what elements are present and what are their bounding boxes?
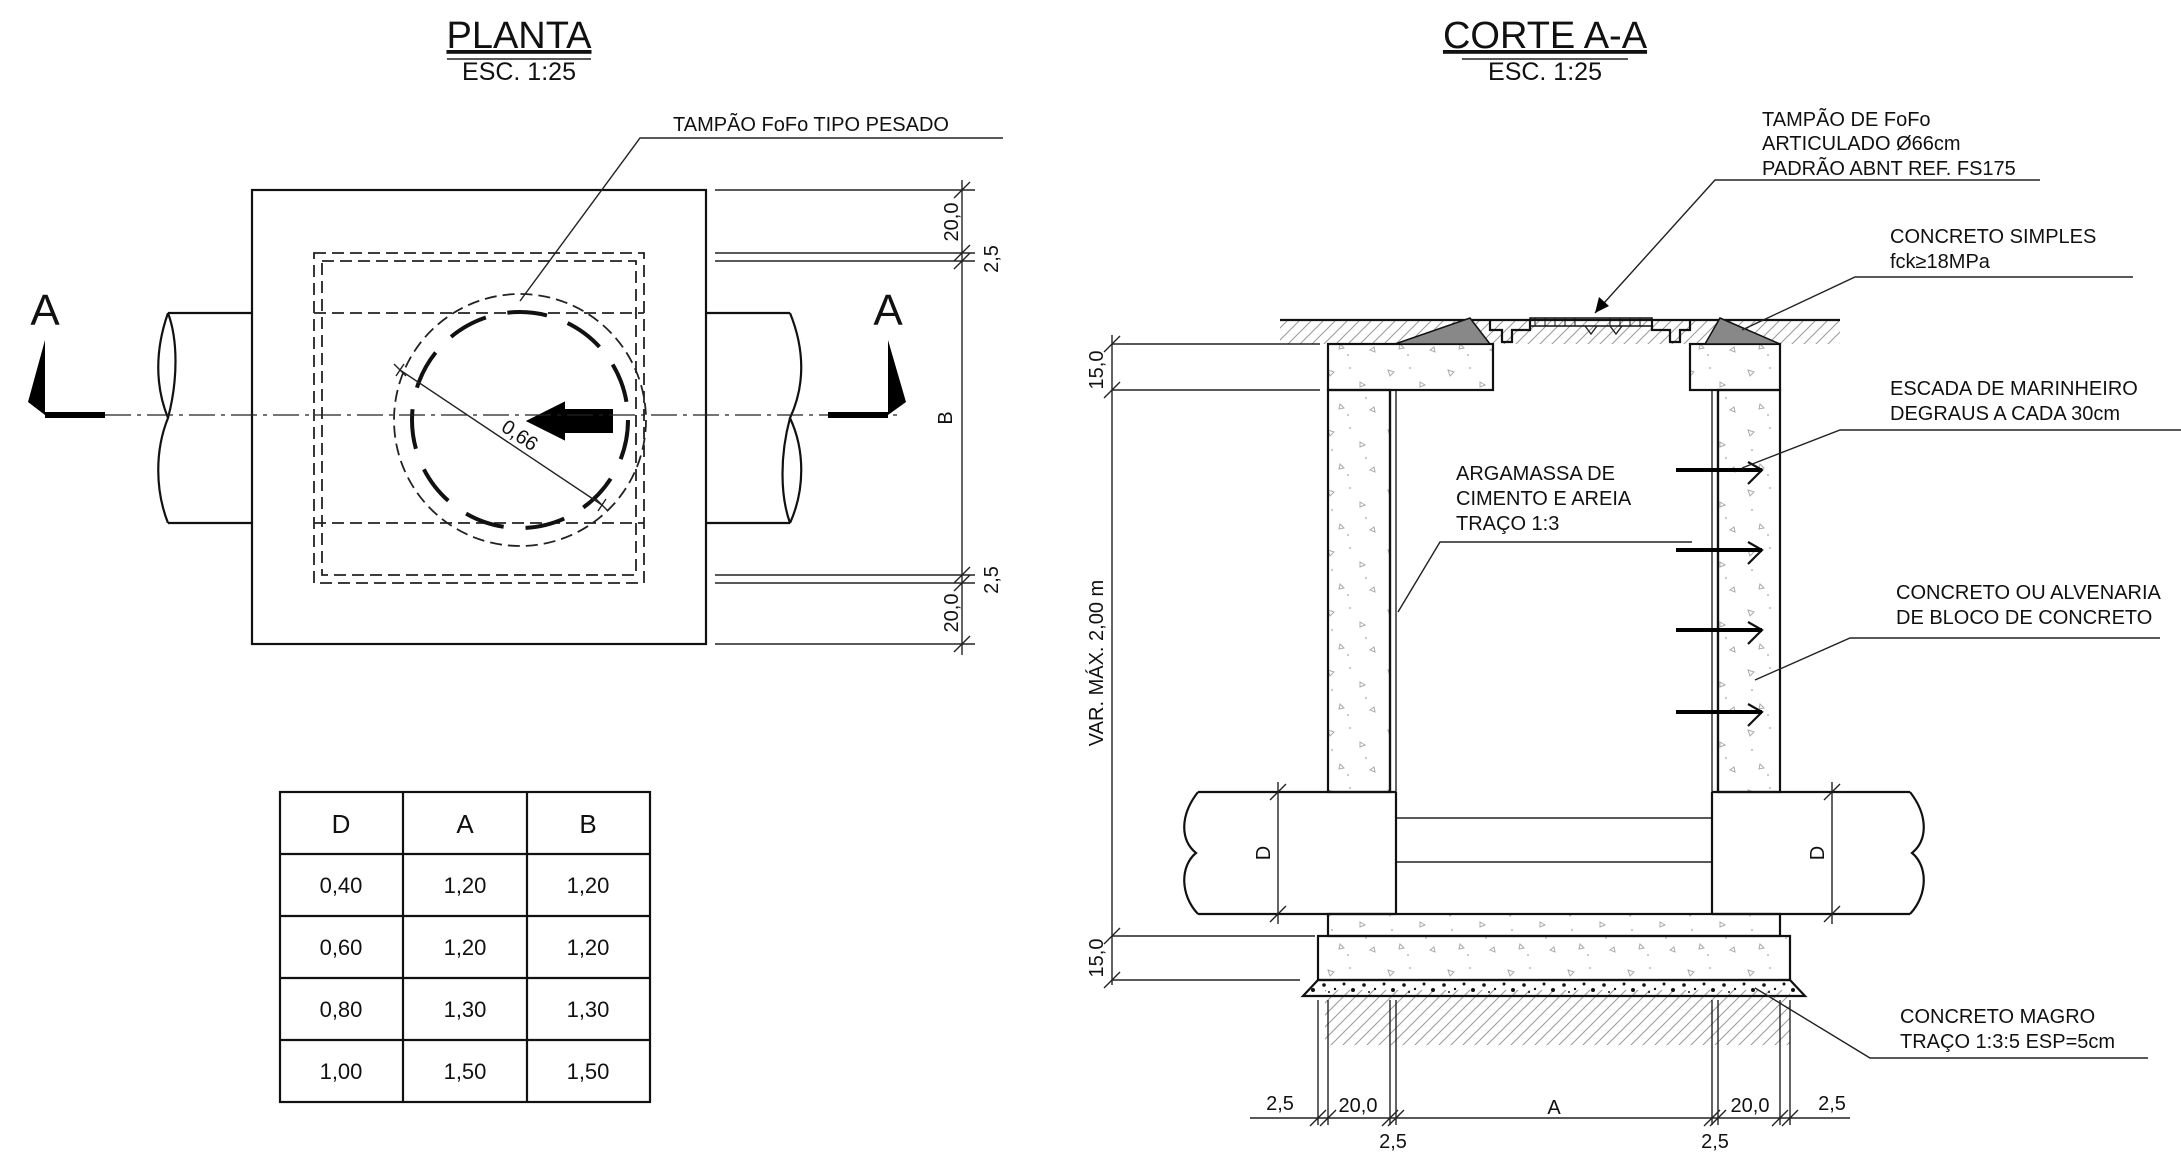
section-lean-concrete [1300, 978, 1808, 998]
svg-text:D: D [1807, 846, 1829, 860]
svg-text:CONCRETO SIMPLES: CONCRETO SIMPLES [1890, 226, 2096, 248]
svg-text:2,5: 2,5 [1701, 1131, 1729, 1153]
table-cell: 1,50 [567, 1059, 610, 1084]
svg-text:CONCRETO OU ALVENARIA: CONCRETO OU ALVENARIA [1896, 582, 2162, 604]
svg-text:20,0: 20,0 [941, 594, 963, 633]
svg-text:2,5: 2,5 [1266, 1093, 1294, 1115]
section-d-dimension-left: D [1253, 782, 1287, 924]
section-view: CORTE A-A ESC. 1:25 [1085, 15, 2181, 1153]
svg-text:ESCADA DE MARINHEIRO: ESCADA DE MARINHEIRO [1890, 378, 2138, 400]
svg-text:2,5: 2,5 [981, 245, 1003, 273]
plan-cover-label: TAMPÃO FoFo TIPO PESADO [673, 112, 949, 136]
section-base-slab [1316, 934, 1792, 982]
plan-cover-circle [393, 293, 647, 547]
svg-text:fck≥18MPa: fck≥18MPa [1890, 251, 1991, 273]
plan-view: PLANTA ESC. 1:25 0,66 [28, 15, 1003, 655]
svg-text:15,0: 15,0 [1086, 939, 1108, 978]
svg-text:ARGAMASSA DE: ARGAMASSA DE [1456, 463, 1615, 485]
section-title: CORTE A-A [1443, 15, 1648, 57]
plan-pipe-right [706, 311, 803, 525]
svg-text:2,5: 2,5 [981, 566, 1003, 594]
plan-section-marker-right: A [828, 286, 906, 418]
svg-text:20,0: 20,0 [1339, 1095, 1378, 1117]
table-cell: 1,00 [320, 1059, 363, 1084]
section-concrete-note: CONCRETO SIMPLES fck≥18MPa [1741, 226, 2133, 331]
svg-text:ARTICULADO Ø66cm: ARTICULADO Ø66cm [1762, 133, 1961, 155]
plan-section-marker-left: A [28, 286, 105, 418]
svg-text:B: B [935, 411, 957, 424]
table-cell: 0,80 [320, 997, 363, 1022]
dimension-table: D A B 0,40 1,20 1,20 0,60 1,20 1,20 0,80… [278, 790, 652, 1104]
svg-text:A: A [873, 286, 903, 335]
svg-text:PADRÃO ABNT REF. FS175: PADRÃO ABNT REF. FS175 [1762, 156, 2016, 180]
section-lean-note: CONCRETO MAGRO TRAÇO 1:3:5 ESP=5cm [1754, 987, 2148, 1059]
svg-text:TRAÇO 1:3:5 ESP=5cm: TRAÇO 1:3:5 ESP=5cm [1900, 1031, 2115, 1053]
section-wall-right [1716, 388, 1782, 794]
plan-outer-wall [250, 188, 708, 646]
section-wall-note: CONCRETO OU ALVENARIA DE BLOCO DE CONCRE… [1754, 582, 2162, 681]
svg-text:DEGRAUS A CADA 30cm: DEGRAUS A CADA 30cm [1890, 403, 2120, 425]
svg-text:DE BLOCO DE CONCRETO: DE BLOCO DE CONCRETO [1896, 607, 2152, 629]
svg-text:2,5: 2,5 [1379, 1131, 1407, 1153]
plan-scale: ESC. 1:25 [462, 58, 576, 86]
section-cover [1488, 317, 1692, 344]
table-cell: 1,20 [444, 873, 487, 898]
svg-text:CIMENTO E AREIA: CIMENTO E AREIA [1456, 488, 1632, 510]
section-cover-note: TAMPÃO DE FoFo ARTICULADO Ø66cm PADRÃO A… [1594, 107, 2040, 314]
section-bottom-slab [1326, 912, 1782, 938]
table-header-b: B [579, 809, 596, 839]
plan-pipe-left [157, 311, 252, 525]
svg-text:D: D [1253, 846, 1275, 860]
table-cell: 1,20 [567, 873, 610, 898]
svg-text:TRAÇO 1:3: TRAÇO 1:3 [1456, 513, 1559, 535]
section-ladder-note: ESCADA DE MARINHEIRO DEGRAUS A CADA 30cm [1741, 378, 2181, 469]
plan-flow-arrow-icon [525, 401, 613, 441]
table-cell: 1,30 [567, 997, 610, 1022]
svg-text:15,0: 15,0 [1086, 351, 1108, 390]
svg-text:TAMPÃO DE FoFo: TAMPÃO DE FoFo [1762, 107, 1931, 131]
table-cell: 0,60 [320, 935, 363, 960]
svg-text:VAR. MÁX. 2,00 m: VAR. MÁX. 2,00 m [1085, 580, 1108, 746]
section-mortar-note: ARGAMASSA DE CIMENTO E AREIA TRAÇO 1:3 [1397, 463, 1692, 613]
svg-text:A: A [30, 286, 60, 335]
table-header-d: D [332, 809, 351, 839]
section-width-dimension: 2,5 20,0 2,5 A 2,5 20,0 2,5 [1250, 1000, 1850, 1153]
svg-text:20,0: 20,0 [1731, 1095, 1770, 1117]
table-cell: 1,30 [444, 997, 487, 1022]
table-cell: 1,20 [567, 935, 610, 960]
section-pipe-left [1183, 790, 1396, 916]
svg-text:2,5: 2,5 [1818, 1093, 1846, 1115]
table-cell: 0,40 [320, 873, 363, 898]
svg-text:A: A [1547, 1097, 1561, 1119]
svg-text:20,0: 20,0 [941, 203, 963, 242]
section-ladder [1676, 461, 1764, 727]
table-header-a: A [456, 809, 474, 839]
svg-text:CONCRETO MAGRO: CONCRETO MAGRO [1900, 1006, 2095, 1028]
section-wall-left [1326, 388, 1392, 794]
section-top-slab-left [1326, 342, 1495, 392]
section-height-dimension: 15,0 VAR. MÁX. 2,00 m 15,0 [1085, 335, 1320, 989]
plan-dimensions: 20,0 2,5 B 2,5 20,0 [715, 180, 1003, 655]
section-scale: ESC. 1:25 [1488, 58, 1602, 86]
table-cell: 1,20 [444, 935, 487, 960]
section-d-dimension-right: D [1807, 782, 1841, 924]
section-top-slab-right [1688, 342, 1782, 392]
plan-title: PLANTA [446, 15, 592, 57]
table-cell: 1,50 [444, 1059, 487, 1084]
